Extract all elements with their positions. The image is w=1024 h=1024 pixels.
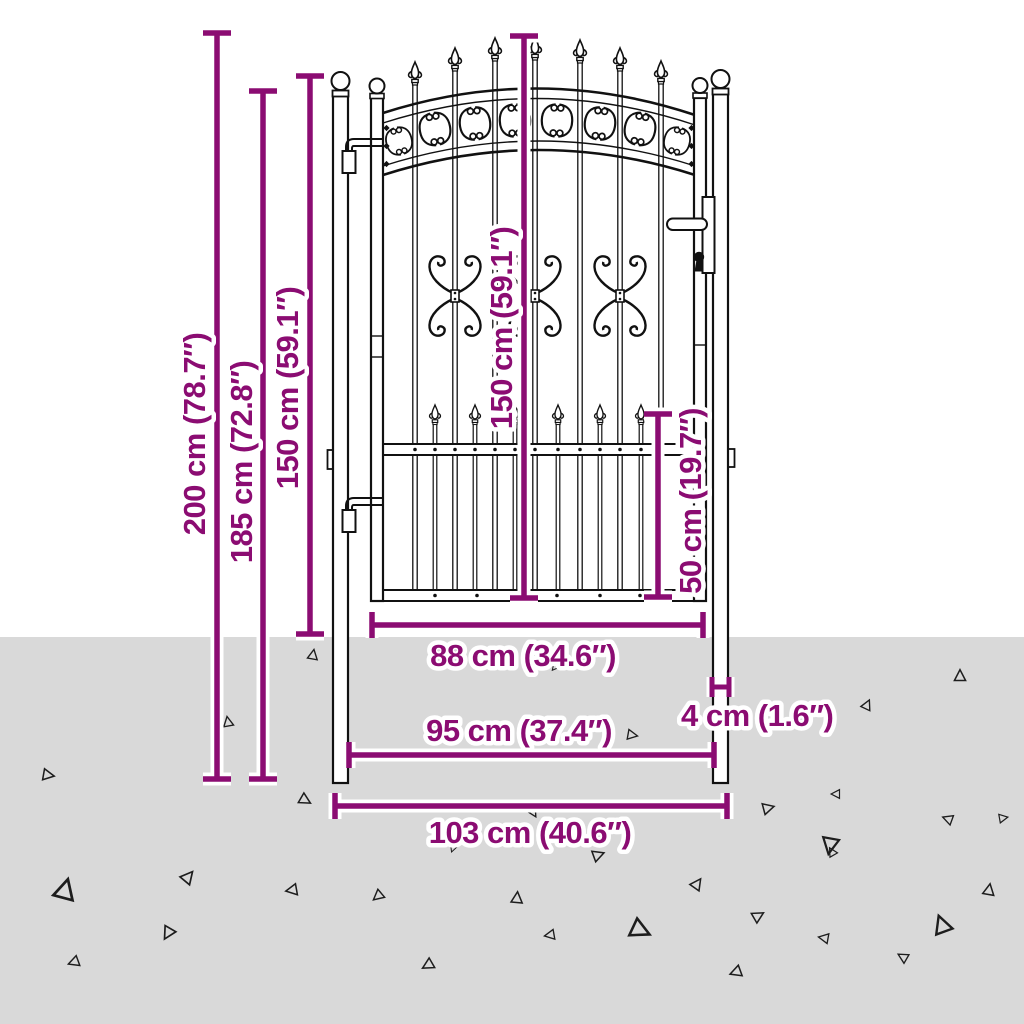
lock-and-handle [666,196,716,274]
left-stile-ball-finial [368,77,386,95]
ground [0,637,1024,1024]
handle-lever [666,217,708,231]
left-post-ball-finial [330,71,351,91]
right-stile-ball-finial [691,77,709,94]
left-stile [369,96,385,603]
dim-post-total-height [203,26,231,786]
main-bars-and-spear-finials [407,36,669,601]
arch-scroll-band [382,87,696,177]
dimension-labels: 200 cm (78.7″) 185 cm (72.8″) 150 cm (59… [173,222,839,854]
dim-clear-width [342,742,721,768]
dim-post-width [706,677,735,697]
gate-leaf [341,36,716,603]
right-post-ball-finial [710,69,731,89]
dim-label-height-above-ground: 150 cm (59.1″) [270,287,305,490]
dim-label-gate-leaf-width: 88 cm (34.6″) [430,638,616,673]
dim-post-height [249,84,277,786]
right-post [710,69,736,785]
dim-gate-leaf-height [510,29,538,605]
left-post [326,71,351,785]
dim-label-post-total-height: 200 cm (78.7″) [177,333,212,536]
butterfly-scroll-ornaments [428,255,647,337]
dim-overall-width [328,793,734,819]
dim-label-post-width: 4 cm (1.6″) [681,698,833,733]
keyhole-icon [693,251,705,263]
dim-label-post-height: 185 cm (72.8″) [224,361,259,564]
lower-panel-top-rail [382,443,695,456]
dim-label-lower-panel-height: 50 cm (19.7″) [673,408,708,594]
dim-label-gate-leaf-height: 150 cm (59.1″) [484,227,519,430]
dim-lower-panel-height [644,407,672,604]
dim-height-above-ground [296,69,324,641]
lock-plate [701,196,716,274]
dim-label-overall-width: 103 cm (40.6″) [429,815,632,850]
dim-label-clear-width: 95 cm (37.4″) [426,713,612,748]
dimension-lines [203,26,735,819]
dim-gate-leaf-width [365,612,710,638]
